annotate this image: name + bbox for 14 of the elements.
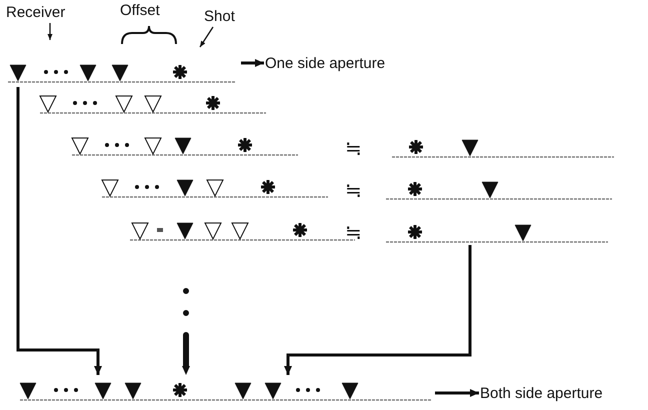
approx-equal-sign: ≒: [345, 140, 362, 158]
caption-text: Both side aperture: [480, 385, 603, 403]
thick-arrow: [241, 59, 264, 67]
annotation-text: Offset: [120, 2, 160, 20]
pointer-arrow: [48, 23, 52, 40]
thick-arrow: [284, 245, 472, 375]
annotation-text: Shot: [204, 8, 235, 26]
thick-arrow: [435, 389, 479, 397]
thick-arrow: [16, 87, 102, 375]
annotation-text: Receiver: [6, 4, 66, 22]
pointer-arrow: [199, 26, 214, 48]
approx-equal-sign: ≒: [345, 224, 362, 242]
approx-equal-sign: ≒: [345, 182, 362, 200]
caption-text: One side aperture: [265, 55, 386, 73]
